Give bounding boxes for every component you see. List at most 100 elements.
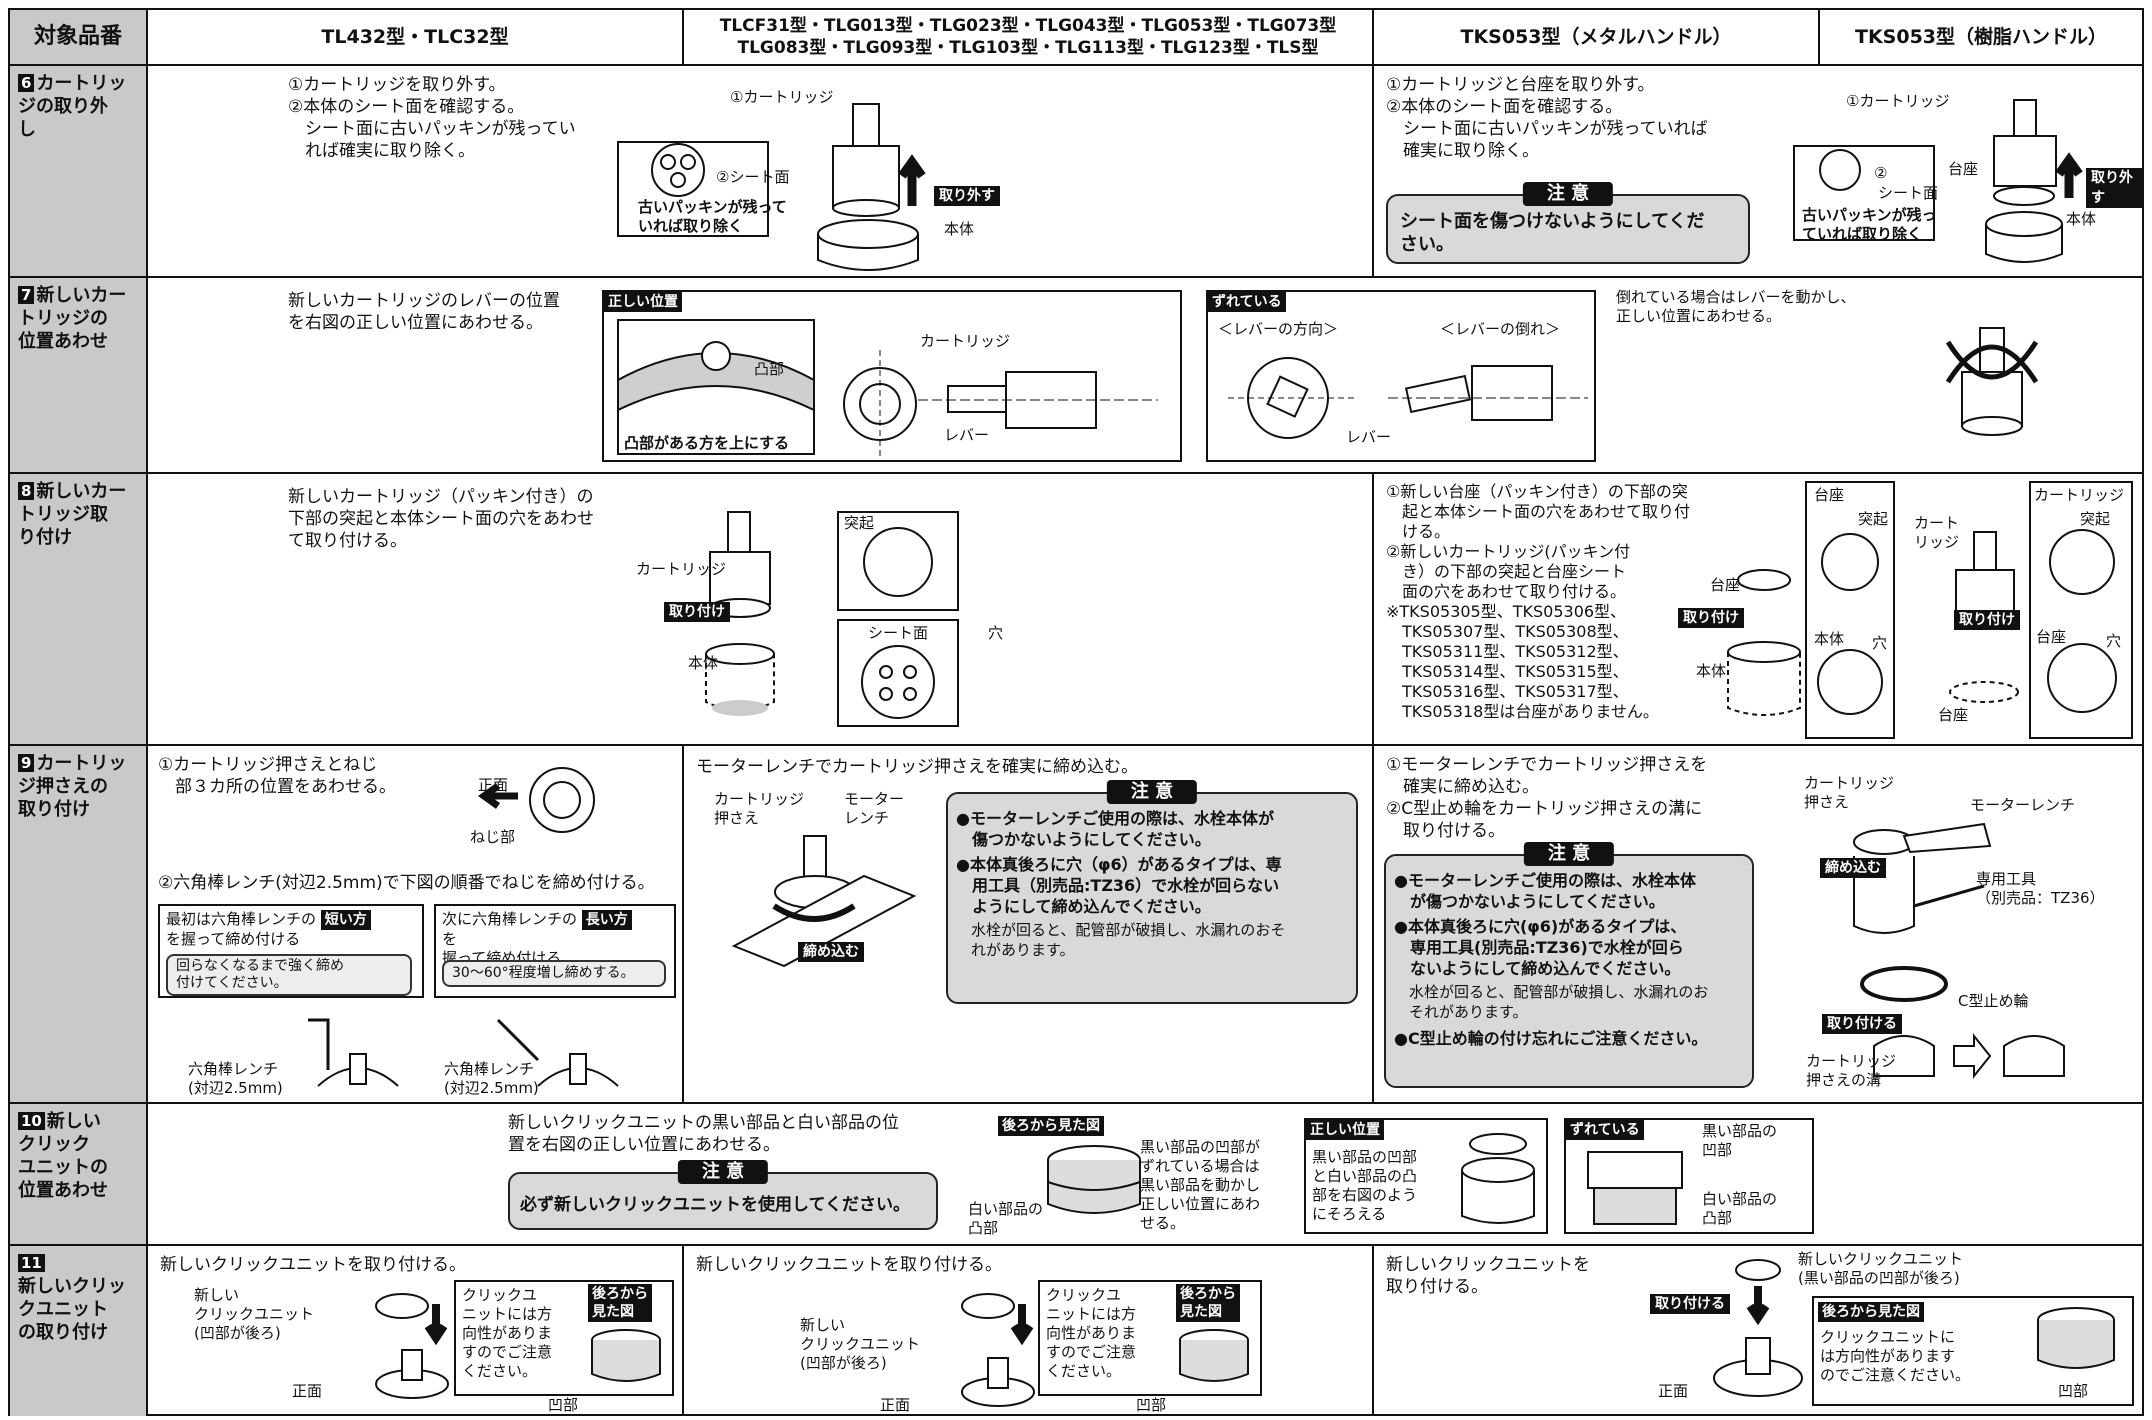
step-11-a-back: 後ろから 見た図 bbox=[588, 1284, 652, 1322]
step-6-b-figure bbox=[1793, 99, 2083, 263]
step-7-cartridge-label: カートリッジ bbox=[920, 332, 1011, 350]
step-11-c-front: 正面 bbox=[1658, 1382, 1689, 1400]
header-col-tlcf31-line2: TLG083型・TLG093型・TLG103型・TLG113型・TLG123型・… bbox=[737, 38, 1319, 58]
step-7-wrong-figure bbox=[1228, 357, 1588, 439]
step-11-cell-c: 新しいクリックユニットを 取り付ける。 新しいクリックユニット (黒い部品の凹部… bbox=[1374, 1246, 2142, 1416]
step-9-a-box1-line: 最初は六角棒レンチの 短い方 bbox=[166, 910, 371, 930]
step-11-b-text: 新しいクリックユニットを取り付ける。 bbox=[696, 1255, 1002, 1275]
step-9-cell-a: ①カートリッジ押さえとねじ 部３カ所の位置をあわせる。 正面 ねじ部 ②六角棒レ… bbox=[148, 746, 684, 1104]
step-10-black-concave: 黒い部品の 凹部 bbox=[1702, 1122, 1778, 1159]
step-6-a-body-label: 本体 bbox=[944, 220, 975, 238]
step-9-a-box2-note: 30〜60°程度増し締めする。 bbox=[442, 960, 666, 987]
step-6-b-seat-num: ② bbox=[1874, 164, 1888, 182]
step-11-a-back-figure bbox=[591, 1329, 661, 1382]
step-8-a-proj-label: 突起 bbox=[844, 514, 875, 532]
step-11-b-back-figure bbox=[1179, 1329, 1249, 1382]
step-8-b-box1-title: 台座 bbox=[1814, 486, 1845, 504]
step-7-convex-up: 凸部がある方を上にする bbox=[624, 434, 790, 452]
step-8-a-cart-label: カートリッジ bbox=[636, 560, 727, 578]
step-9-a-text2: ②六角棒レンチ(対辺2.5mm)で下図の順番でねじを締め付ける。 bbox=[158, 873, 655, 893]
step-9-title: カートリッ ジ押さえの 取り付け bbox=[18, 753, 127, 820]
step-9-c-caution-3: 水栓が回ると、配管部が破損し、水漏れのお それがあります。 bbox=[1409, 983, 1709, 1021]
step-9-c-caution-1: ●モーターレンチご使用の際は、水栓本体 が傷つかないようにしてください。 bbox=[1394, 871, 1696, 911]
header-col-tlcf31-line1: TLCF31型・TLG013型・TLG023型・TLG043型・TLG053型・… bbox=[719, 16, 1337, 36]
step-9-b-motor-label: モーター レンチ bbox=[844, 790, 905, 827]
step-11-a-note-box: クリックユ ニットには方 向性がありま すのでご注意 ください。 後ろから 見た… bbox=[454, 1280, 674, 1396]
step-6-b-body-label: 本体 bbox=[2066, 210, 2097, 228]
step-8-b-box2-proj: 突起 bbox=[2080, 510, 2111, 528]
step-11-b-note-box: クリックユ ニットには方 向性がありま すのでご注意 ください。 後ろから 見た… bbox=[1038, 1280, 1262, 1396]
step-8-b-box1-body: 本体 bbox=[1814, 630, 1845, 648]
step-6-cell-a: ①カートリッジを取り外す。 ②本体のシート面を確認する。 シート面に古いパッキン… bbox=[148, 66, 1374, 278]
step-11-c-back-tag: 後ろから見た図 bbox=[1818, 1302, 1924, 1322]
step-9-b-figure bbox=[731, 835, 917, 968]
step-6-a-old-label: 古いパッキンが残って いれば取り除く bbox=[638, 198, 787, 235]
step-6-number: 6 bbox=[18, 74, 35, 92]
step-11-c-note: クリックユニットに は方向性があります のでご注意ください。 bbox=[1820, 1328, 1971, 1384]
step-6-cell-b: ①カートリッジと台座を取り外す。 ②本体のシート面を確認する。 シート面に古いパ… bbox=[1374, 66, 2142, 278]
step-9-c-figure bbox=[1853, 822, 2065, 1079]
step-10-caution: 注 意 必ず新しいクリックユニットを使用してください。 bbox=[508, 1160, 938, 1230]
step-6-a-figure bbox=[617, 103, 926, 271]
step-8-a-figure bbox=[705, 511, 959, 727]
step-11-a-front: 正面 bbox=[292, 1382, 323, 1400]
step-6-b-cart-label: ①カートリッジ bbox=[1846, 92, 1950, 110]
step-9-a-wrench2: 六角棒レンチ (対辺2.5mm) bbox=[444, 1060, 539, 1097]
step-9-a-wrench-figure bbox=[308, 1018, 619, 1087]
step-11-a-note: クリックユ ニットには方 向性がありま すのでご注意 ください。 bbox=[462, 1286, 553, 1380]
step-9-b-text: モーターレンチでカートリッジ押さえを確実に締め込む。 bbox=[696, 757, 1138, 777]
step-11-b-note: クリックユ ニットには方 向性がありま すのでご注意 ください。 bbox=[1046, 1286, 1137, 1380]
step-7-title: 新しいカー トリッジの 位置あわせ bbox=[18, 285, 127, 352]
step-7-lever-tilt: ＜レバーの倒れ＞ bbox=[1440, 320, 1561, 338]
step-11-b-front: 正面 bbox=[880, 1396, 911, 1414]
step-8-b-daiza-label: 台座 bbox=[1710, 576, 1741, 594]
step-11-c-figure bbox=[1713, 1259, 1803, 1397]
step-9-b-caution-2: ●本体真後ろに穴（φ6）があるタイプは、専 用工具（別売品:TZ36）で水栓が回… bbox=[956, 855, 1282, 916]
step-9-a-box2-pre: 次に六角棒レンチの bbox=[442, 910, 578, 928]
step-9-cell-c: ①モーターレンチでカートリッジ押さえを 確実に締め込む。 ②C型止め輪をカートリ… bbox=[1374, 746, 2142, 1104]
step-11-a-text: 新しいクリックユニットを取り付ける。 bbox=[160, 1255, 466, 1275]
step-9-c-tighten-tag: 締め込む bbox=[1820, 858, 1886, 878]
step-10-wrong-figure bbox=[1587, 1151, 1683, 1225]
step-9-c-attach-tag: 取り付ける bbox=[1822, 1014, 1902, 1034]
step-11-number: 11 bbox=[18, 1254, 45, 1272]
step-11-c-back-figure bbox=[2037, 1307, 2115, 1369]
step-10-number: 10 bbox=[18, 1112, 45, 1130]
step-8-b-box1-hole: 穴 bbox=[1872, 634, 1888, 652]
step-11-c-note-box: 後ろから見た図 クリックユニットに は方向性があります のでご注意ください。 凹… bbox=[1812, 1296, 2134, 1406]
step-8-b-box2-title: カートリッジ bbox=[2034, 486, 2125, 504]
step-9-b-caution-label: 注 意 bbox=[1106, 780, 1198, 804]
step-10-white-convex: 白い部品の 凸部 bbox=[968, 1200, 1044, 1237]
step-6-b-caution-label: 注 意 bbox=[1522, 182, 1614, 206]
step-9-c-cart-label: カートリッジ 押さえ bbox=[1804, 774, 1895, 811]
step-11-c-text: 新しいクリックユニットを 取り付ける。 bbox=[1386, 1255, 1590, 1297]
step-6-a-cart-label: ①カートリッジ bbox=[730, 88, 834, 106]
step-9-a-box1-post: を握って締め付ける bbox=[166, 930, 301, 948]
step-8-b-cart-label: カート リッジ bbox=[1914, 514, 1960, 551]
step-10-correct-box: 正しい位置 黒い部品の凹部 と白い部品の凸 部を右図のよう にそろえる bbox=[1304, 1118, 1548, 1234]
step-9-a-text1: ①カートリッジ押さえとねじ 部３カ所の位置をあわせる。 bbox=[158, 755, 396, 797]
step-11-c-attach-tag: 取り付ける bbox=[1650, 1294, 1730, 1314]
step-9-a-box2: 次に六角棒レンチの 長い方 を 握って締め付ける 30〜60°程度増し締めする。 bbox=[434, 904, 676, 998]
step-8-b-body-label: 本体 bbox=[1696, 662, 1727, 680]
step-11-cell-b: 新しいクリックユニットを取り付ける。 新しい クリックユニット (凹部が後ろ) … bbox=[684, 1246, 1374, 1416]
step-10-correct-text: 黒い部品の凹部 と白い部品の凸 部を右図のよう にそろえる bbox=[1312, 1148, 1418, 1223]
step-10-correct-tag: 正しい位置 bbox=[1306, 1120, 1384, 1140]
header-col-tks053-metal: TKS053型（メタルハンドル） bbox=[1374, 10, 1820, 66]
step-7-lever-dir: ＜レバーの方向＞ bbox=[1218, 320, 1339, 338]
step-8-b-attach-tag: 取り付け bbox=[1678, 608, 1744, 628]
step-9-a-figure bbox=[477, 767, 595, 833]
step-8-cell-a: 新しいカートリッジ（パッキン付き）の 下部の突起と本体シート面の穴をあわせ て取… bbox=[148, 474, 1374, 746]
step-7-correct-box: 正しい位置 凸部 凸部がある方を上にする カートリッジ レバー bbox=[602, 290, 1182, 462]
header-col-tks053-resin: TKS053型（樹脂ハンドル） bbox=[1820, 10, 2142, 66]
step-11-label: 11新しいクリッ クユニット の取り付け bbox=[10, 1246, 148, 1416]
step-10-black-note: 黒い部品の凹部が ずれている場合は 黒い部品を動かし 正しい位置にあわ せる。 bbox=[1140, 1138, 1261, 1232]
step-8-a-hole-label: 穴 bbox=[988, 624, 1004, 642]
step-8-number: 8 bbox=[18, 482, 35, 500]
step-9-a-box2-tag: 長い方 bbox=[581, 910, 632, 930]
step-8-b-figure bbox=[1727, 481, 2133, 739]
step-9-c-motor-label: モーターレンチ bbox=[1970, 796, 2076, 814]
step-7-convex-label: 凸部 bbox=[754, 360, 785, 378]
